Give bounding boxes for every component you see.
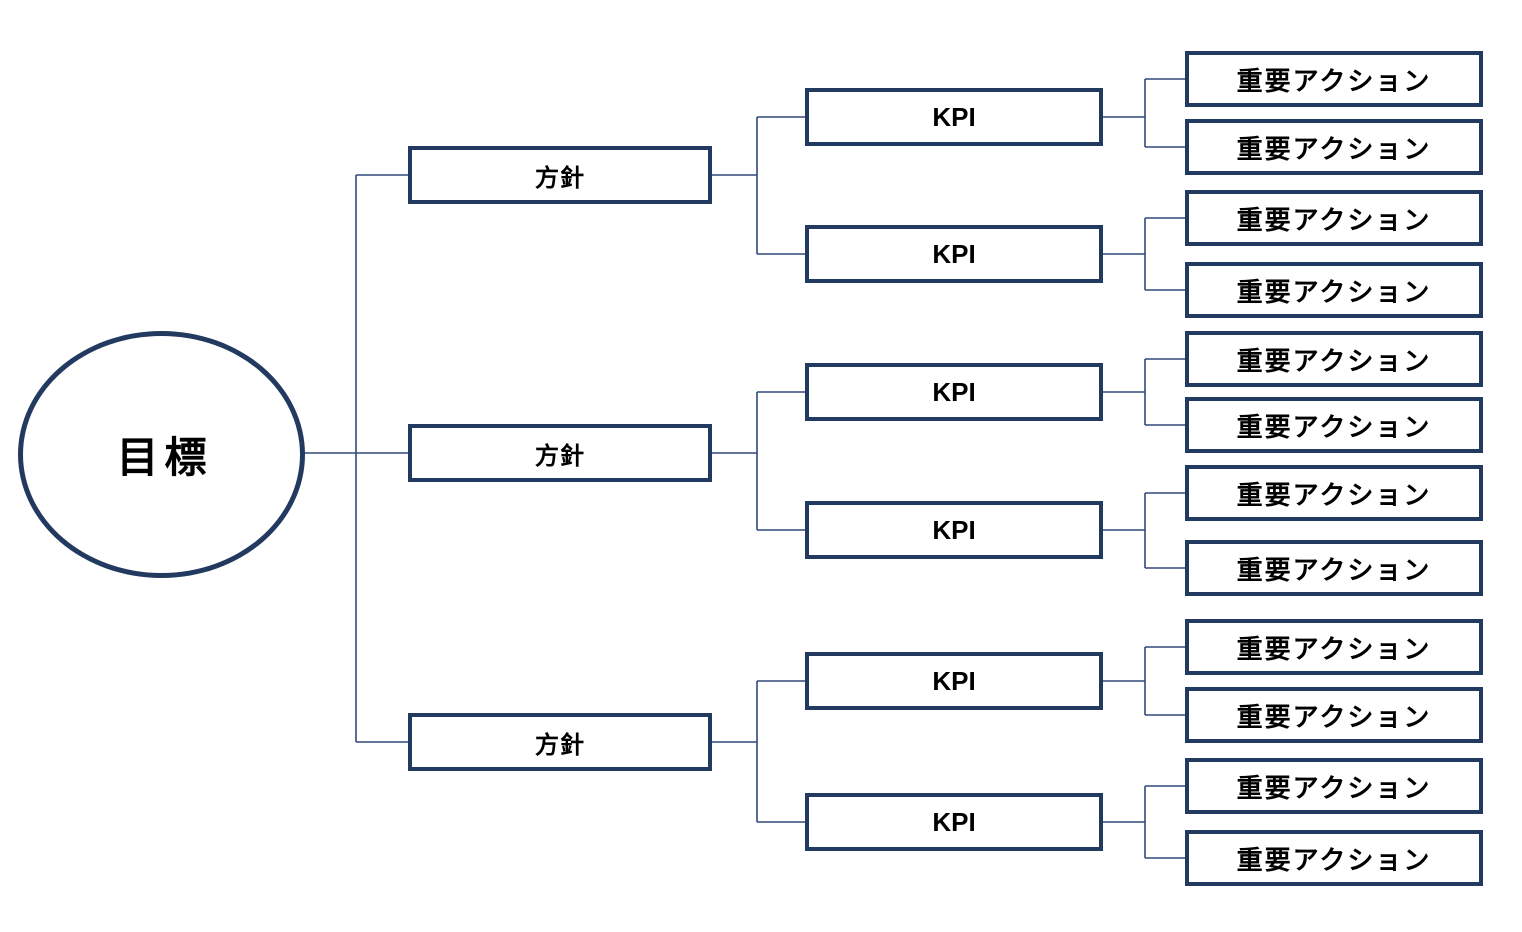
connector-policy3-to-kpis: [712, 680, 805, 823]
kpi-node-4: KPI: [805, 501, 1103, 559]
kpi-node-1: KPI: [805, 88, 1103, 146]
connector-kpi1-to-actions: [1103, 78, 1185, 148]
connector-kpi2-to-actions: [1103, 217, 1185, 291]
action-node-10: 重要アクション: [1185, 687, 1483, 743]
action-node-1: 重要アクション: [1185, 51, 1483, 107]
kpi-node-3: KPI: [805, 363, 1103, 421]
connector-kpi6-to-actions: [1103, 785, 1185, 859]
connector-kpi4-to-actions: [1103, 492, 1185, 569]
action-node-7: 重要アクション: [1185, 465, 1483, 521]
kpi-node-2: KPI: [805, 225, 1103, 283]
action-node-6: 重要アクション: [1185, 397, 1483, 453]
policy-node-2: 方針: [408, 424, 712, 482]
action-node-4: 重要アクション: [1185, 262, 1483, 318]
goal-node: 目標: [18, 331, 305, 578]
connector-root-to-policies: [302, 174, 408, 743]
action-node-9: 重要アクション: [1185, 619, 1483, 675]
policy-node-3: 方針: [408, 713, 712, 771]
action-node-12: 重要アクション: [1185, 830, 1483, 886]
kpi-node-5: KPI: [805, 652, 1103, 710]
connector-policy1-to-kpis: [712, 116, 805, 255]
action-node-2: 重要アクション: [1185, 119, 1483, 175]
action-node-11: 重要アクション: [1185, 758, 1483, 814]
kpi-node-6: KPI: [805, 793, 1103, 851]
policy-node-1: 方針: [408, 146, 712, 204]
action-node-5: 重要アクション: [1185, 331, 1483, 387]
connector-kpi3-to-actions: [1103, 358, 1185, 426]
connector-policy2-to-kpis: [712, 391, 805, 531]
action-node-8: 重要アクション: [1185, 540, 1483, 596]
connector-kpi5-to-actions: [1103, 646, 1185, 716]
action-node-3: 重要アクション: [1185, 190, 1483, 246]
